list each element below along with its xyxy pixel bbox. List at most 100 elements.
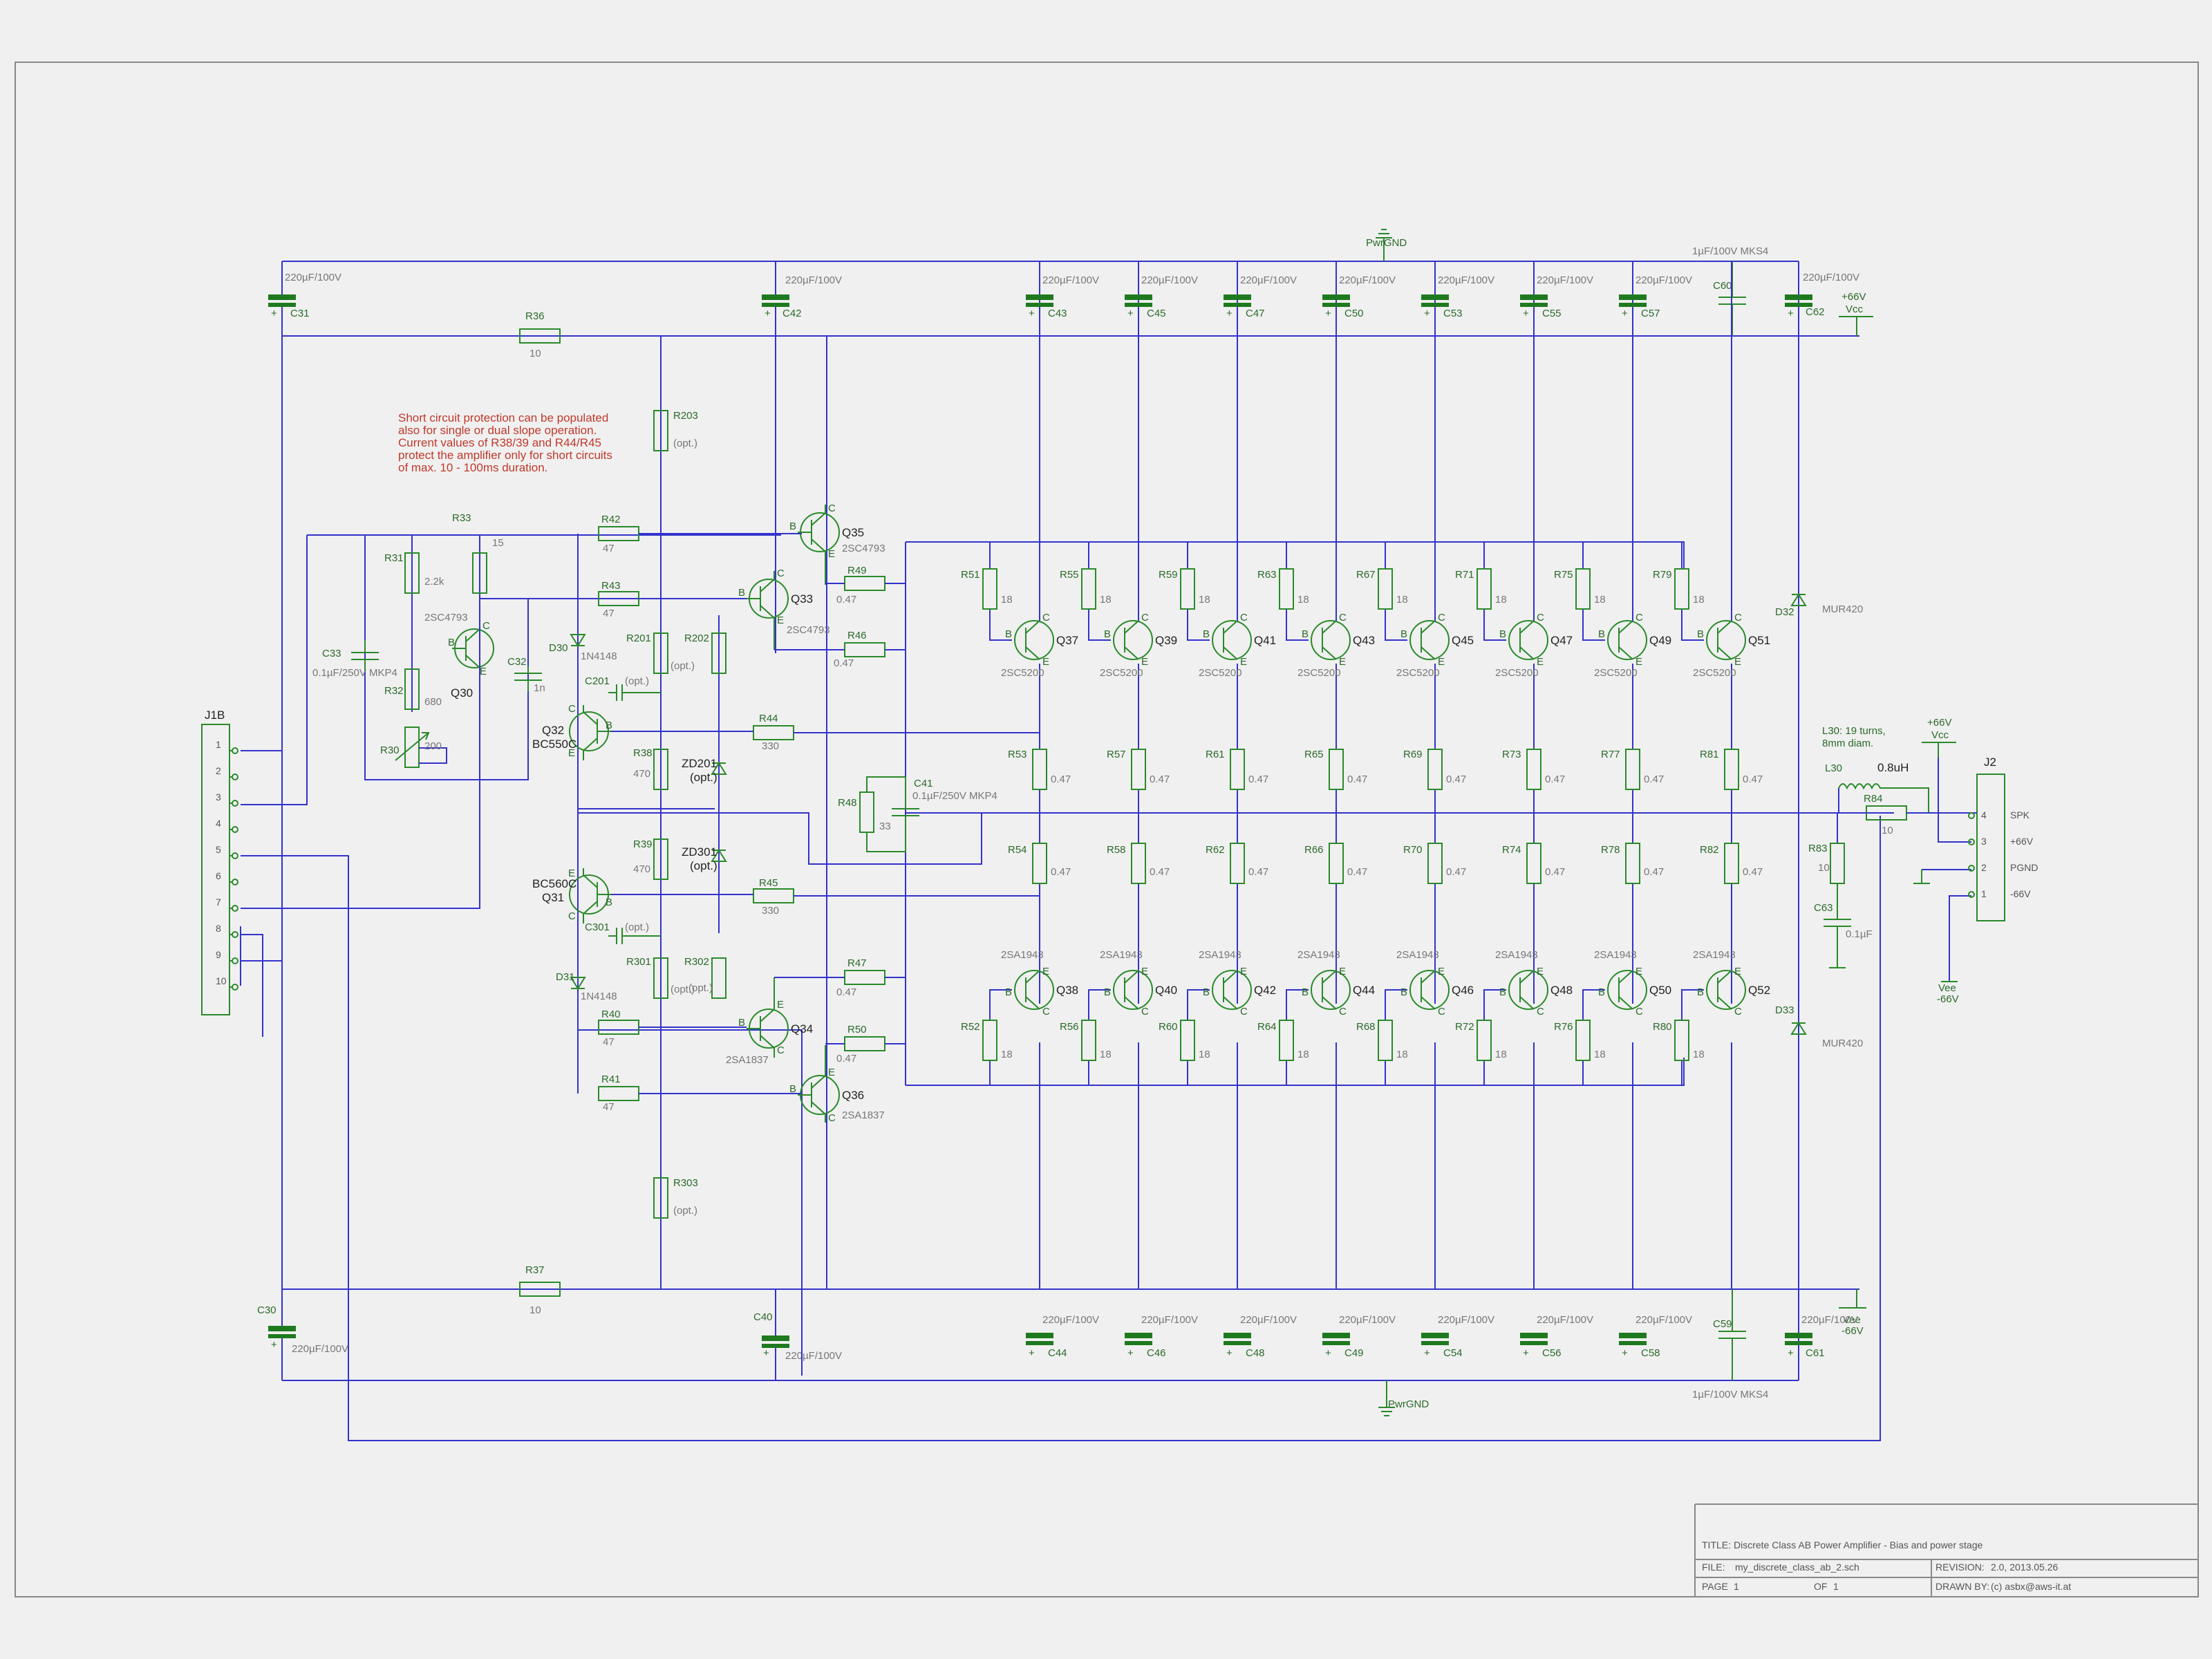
svg-text:(opt.): (opt.) [671,660,695,672]
svg-text:C: C [1141,1006,1149,1018]
resistor-r301: R301(opt.) [626,956,695,999]
svg-text:(opt.): (opt.) [671,984,695,995]
svg-text:C: C [1635,612,1643,624]
svg-text:C: C [777,1044,785,1056]
resistor-r37: R37 10 [519,1264,561,1316]
output-stage: R5118BCEQ372SC5200R530.47R5518BCEQ392SC5… [961,261,1770,1359]
sense-links [578,731,1040,897]
svg-text:E: E [1537,966,1544,977]
svg-text:C40: C40 [753,1311,773,1323]
j1b-pin-3[interactable]: 3 [216,791,238,807]
svg-text:R78: R78 [1601,844,1620,856]
svg-text:B: B [1598,986,1605,998]
svg-text:220µF/100V: 220µF/100V [785,274,842,286]
svg-text:2SA1837: 2SA1837 [726,1054,769,1066]
svg-text:10: 10 [1818,862,1830,874]
svg-text:0.47: 0.47 [1644,866,1664,878]
j1b-pin-10[interactable]: 10 [216,975,238,991]
svg-text:0.47: 0.47 [836,1053,856,1065]
protection-note: Short circuit protection can be populate… [398,411,612,474]
svg-text:Vcc: Vcc [1931,729,1949,741]
svg-text:C: C [1537,612,1544,624]
cap-c40: +C40 220µF/100V [753,1289,842,1380]
j1b-pin-6[interactable]: 6 [216,870,238,885]
j1b-pin-5[interactable]: 5 [216,844,238,859]
svg-text:C45: C45 [1147,308,1166,319]
svg-text:MUR420: MUR420 [1822,603,1863,615]
svg-text:18: 18 [1001,1049,1013,1060]
svg-text:R203: R203 [673,410,698,422]
svg-text:220µF/100V: 220µF/100V [1339,1314,1396,1326]
svg-text:18: 18 [1199,1049,1210,1060]
svg-text:18: 18 [1594,594,1606,606]
svg-text:R74: R74 [1502,844,1521,856]
svg-text:33: 33 [879,821,891,832]
j2-pin-1[interactable]: 1-66V [1968,888,2031,899]
j1b-pin-8[interactable]: 8 [216,923,238,938]
svg-text:E: E [1635,656,1642,668]
svg-text:18: 18 [1297,594,1309,606]
svg-text:R48: R48 [838,797,857,809]
svg-text:E: E [1240,966,1247,977]
svg-text:2SC5200: 2SC5200 [1693,667,1736,679]
svg-text:Vcc: Vcc [1846,303,1864,315]
svg-text:R51: R51 [961,569,980,581]
svg-text:220µF/100V: 220µF/100V [1801,1314,1858,1326]
svg-text:2SA1943: 2SA1943 [1594,949,1637,961]
svg-text:+: + [1127,1347,1134,1359]
svg-text:+: + [1226,1347,1232,1359]
svg-text:C56: C56 [1542,1347,1562,1359]
j1b-pin-9[interactable]: 9 [216,949,238,964]
svg-text:Q31: Q31 [542,891,564,904]
svg-text:E: E [1339,656,1346,668]
svg-text:Q32: Q32 [542,724,564,737]
svg-text:Q46: Q46 [1452,984,1474,997]
svg-text:10: 10 [529,1304,541,1316]
svg-text:18: 18 [1594,1049,1606,1060]
svg-text:18: 18 [1693,1049,1705,1060]
driver-links [577,533,906,1094]
svg-text:C59: C59 [1713,1318,1732,1330]
svg-text:C: C [1042,1006,1050,1018]
svg-text:E: E [480,666,487,677]
j2-pin-3[interactable]: 3+66V [1968,836,2034,847]
svg-text:220µF/100V: 220µF/100V [1042,1314,1099,1326]
j1b-pin-1[interactable]: 1 [216,739,238,754]
svg-text:B: B [1005,986,1012,998]
j1b-pin-7[interactable]: 7 [216,897,238,912]
svg-text:5: 5 [216,844,221,855]
svg-text:R76: R76 [1554,1021,1573,1033]
svg-text:2SC5200: 2SC5200 [1001,667,1044,679]
svg-text:R38: R38 [633,747,653,759]
j1b-pin-4[interactable]: 4 [216,818,238,833]
svg-text:C: C [1042,612,1050,624]
svg-text:Q49: Q49 [1649,634,1671,647]
svg-text:0.47: 0.47 [1051,774,1071,785]
svg-text:C: C [1339,1006,1347,1018]
svg-text:R53: R53 [1008,749,1027,760]
svg-text:C63: C63 [1814,902,1833,914]
svg-text:220µF/100V: 220µF/100V [1803,272,1859,283]
svg-text:9: 9 [216,949,221,960]
svg-text:+: + [1325,1347,1331,1359]
svg-text:R37: R37 [525,1264,545,1276]
svg-text:C57: C57 [1641,308,1660,319]
svg-text:R40: R40 [601,1009,621,1020]
svg-text:220µF/100V: 220µF/100V [1438,1314,1494,1326]
j1b-pin-2[interactable]: 2 [216,765,238,780]
svg-text:18: 18 [1693,594,1705,606]
svg-text:+: + [1029,308,1035,319]
